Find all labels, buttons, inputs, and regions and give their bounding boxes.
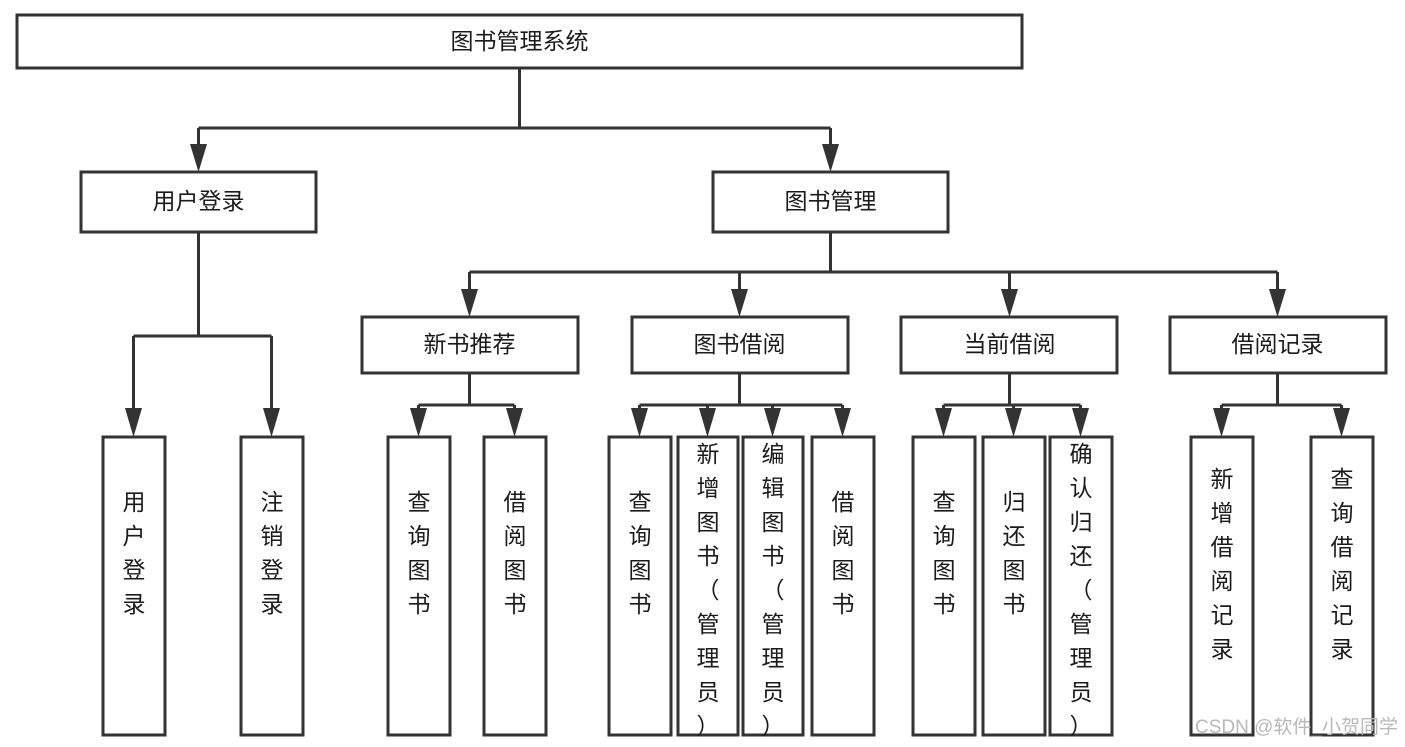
- node-leaf-add-book[interactable]: 新增图书（管理员）: [676, 435, 740, 739]
- node-new-book-recommend-label: 新书推荐: [424, 331, 516, 357]
- arrow-head-leaf-confirm-return: [1072, 408, 1089, 437]
- node-leaf-confirm-return[interactable]: 确认归还（管理员）: [1048, 435, 1114, 739]
- arrow-head-new-book-recommend: [461, 289, 478, 317]
- node-leaf-return-book[interactable]: 归还图书: [981, 435, 1047, 737]
- edge-group-new-book-recommend: [410, 373, 523, 437]
- arrow-head-leaf-return-book: [1005, 408, 1022, 437]
- node-leaf-add-record-label: 新增借阅记录: [1211, 466, 1234, 662]
- node-book-management-label: 图书管理: [785, 188, 877, 214]
- arrow-head-leaf-user-login: [125, 408, 142, 437]
- node-root-box[interactable]: [15, 13, 1024, 70]
- node-leaf-user-logout-label: 注销登录: [261, 489, 284, 617]
- node-leaf-edit-book-label: 编辑图书（管理员）: [762, 441, 785, 739]
- arrow-head-leaf-add-book: [699, 408, 716, 437]
- node-book-borrow-label: 图书借阅: [694, 331, 786, 357]
- node-new-book-recommend[interactable]: 新书推荐: [360, 315, 580, 375]
- node-borrow-record-box[interactable]: [1168, 315, 1388, 375]
- node-current-borrow[interactable]: 当前借阅: [899, 315, 1119, 375]
- node-leaf-return-book-label: 归还图书: [1003, 489, 1026, 617]
- node-leaf-user-logout-box[interactable]: [239, 435, 305, 737]
- node-leaf-borrow-book-1[interactable]: 借阅图书: [482, 435, 548, 737]
- arrow-head-leaf-user-logout: [263, 408, 280, 437]
- node-leaf-query-book-2-label: 查询图书: [629, 489, 652, 617]
- arrow-head-user-login: [190, 144, 207, 172]
- edge-group-book-management: [461, 232, 1286, 317]
- node-user-login-label: 用户登录: [153, 188, 245, 214]
- node-leaf-query-book-3[interactable]: 查询图书: [911, 435, 977, 737]
- node-leaf-borrow-book-1-box[interactable]: [482, 435, 548, 737]
- node-leaf-query-book-1-box[interactable]: [386, 435, 452, 737]
- node-book-borrow[interactable]: 图书借阅: [630, 315, 850, 375]
- node-leaf-confirm-return-box[interactable]: [1048, 435, 1114, 737]
- node-leaf-add-record-box[interactable]: [1189, 435, 1255, 737]
- node-leaf-borrow-book-2-label: 借阅图书: [832, 489, 855, 617]
- node-leaf-query-record-box[interactable]: [1309, 435, 1375, 737]
- node-leaf-query-book-3-box[interactable]: [911, 435, 977, 737]
- node-user-login[interactable]: 用户登录: [79, 170, 318, 234]
- arrow-head-leaf-query-record: [1333, 408, 1350, 437]
- node-leaf-query-record-label: 查询借阅记录: [1331, 466, 1354, 662]
- node-leaf-edit-book-box[interactable]: [741, 435, 805, 737]
- node-leaf-borrow-book-2-box[interactable]: [810, 435, 876, 737]
- arrow-head-current-borrow: [1001, 289, 1018, 317]
- node-book-management-box[interactable]: [711, 170, 950, 234]
- node-leaf-user-login-label: 用户登录: [123, 489, 146, 617]
- arrow-head-book-management: [822, 144, 839, 172]
- node-leaf-confirm-return-label: 确认归还（管理员）: [1070, 441, 1093, 739]
- node-user-login-box[interactable]: [79, 170, 318, 234]
- node-leaf-add-book-box[interactable]: [676, 435, 740, 737]
- node-borrow-record[interactable]: 借阅记录: [1168, 315, 1388, 375]
- edge-group-user-login: [125, 232, 280, 437]
- arrow-head-leaf-borrow-book-2: [834, 408, 851, 437]
- edge-group-current-borrow: [935, 373, 1089, 437]
- node-leaf-edit-book[interactable]: 编辑图书（管理员）: [741, 435, 805, 739]
- node-root[interactable]: 图书管理系统: [15, 13, 1024, 70]
- node-root-label: 图书管理系统: [451, 28, 589, 54]
- node-leaf-user-login[interactable]: 用户登录: [101, 435, 167, 737]
- edge-group-borrow-record: [1213, 373, 1350, 437]
- node-leaf-query-book-1-label: 查询图书: [408, 489, 431, 617]
- node-leaf-add-book-label: 新增图书（管理员）: [697, 441, 720, 739]
- node-leaf-borrow-book-1-label: 借阅图书: [504, 489, 527, 617]
- arrow-head-leaf-edit-book: [764, 408, 781, 437]
- node-new-book-recommend-box[interactable]: [360, 315, 580, 375]
- csdn-watermark: CSDN @软件_小贺同学: [1195, 716, 1398, 738]
- arrow-head-book-borrow: [731, 289, 748, 317]
- node-leaf-user-login-box[interactable]: [101, 435, 167, 737]
- node-leaf-add-record[interactable]: 新增借阅记录: [1189, 435, 1255, 737]
- arrow-head-leaf-borrow-book-1: [506, 408, 523, 437]
- edge-group-root: [190, 68, 839, 172]
- node-leaf-query-book-3-label: 查询图书: [933, 489, 956, 617]
- node-leaf-return-book-box[interactable]: [981, 435, 1047, 737]
- node-leaf-query-book-1[interactable]: 查询图书: [386, 435, 452, 737]
- node-book-management[interactable]: 图书管理: [711, 170, 950, 234]
- node-book-borrow-box[interactable]: [630, 315, 850, 375]
- node-leaf-query-book-2-box[interactable]: [607, 435, 673, 737]
- arrow-head-borrow-record: [1269, 289, 1286, 317]
- edge-group-book-borrow: [631, 373, 851, 437]
- node-current-borrow-label: 当前借阅: [964, 331, 1056, 357]
- arrow-head-leaf-add-record: [1213, 408, 1230, 437]
- node-leaf-borrow-book-2[interactable]: 借阅图书: [810, 435, 876, 737]
- arrow-head-leaf-query-book-1: [410, 408, 427, 437]
- arrow-head-leaf-query-book-2: [631, 408, 648, 437]
- arrow-head-leaf-query-book-3: [935, 408, 952, 437]
- node-borrow-record-label: 借阅记录: [1232, 331, 1324, 357]
- node-leaf-query-record[interactable]: 查询借阅记录: [1309, 435, 1375, 737]
- node-current-borrow-box[interactable]: [899, 315, 1119, 375]
- node-leaf-user-logout[interactable]: 注销登录: [239, 435, 305, 737]
- node-leaf-query-book-2[interactable]: 查询图书: [607, 435, 673, 737]
